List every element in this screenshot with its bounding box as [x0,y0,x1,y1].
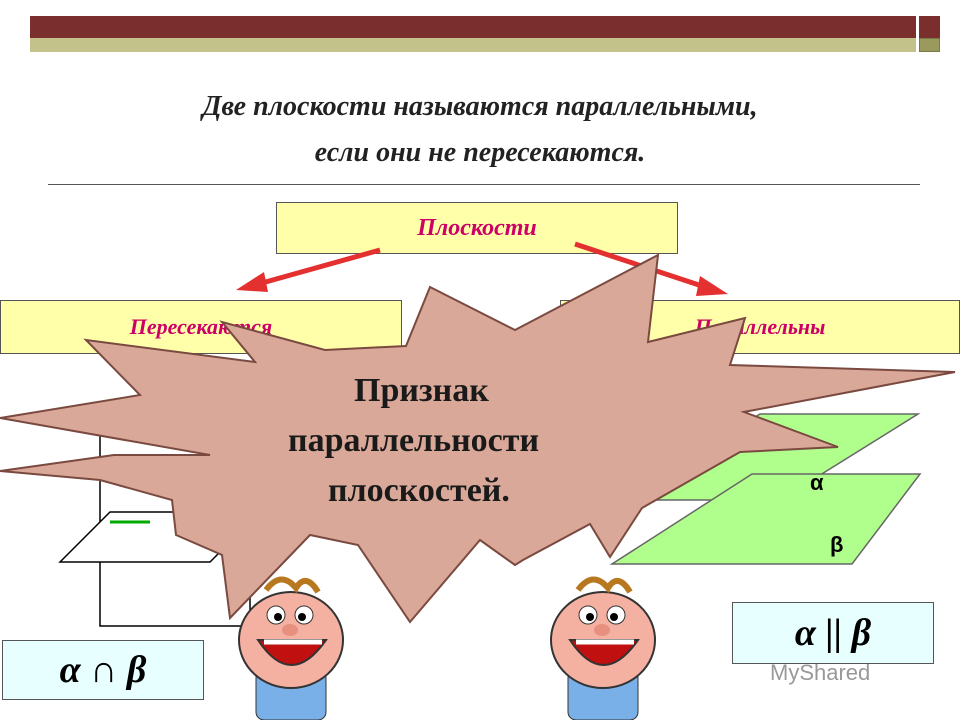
intersection-formula: α ∩ β [2,640,204,700]
burst-line-2: параллельности [288,422,540,459]
burst-shape [0,253,956,624]
plane-label-alpha: α [810,470,824,495]
watermark: MyShared [770,660,871,685]
corner-square-top [919,16,940,38]
boy-cartoon-icon [550,576,656,720]
intersection-formula-text: α ∩ β [59,649,147,691]
diagram-root-box: Плоскости [276,202,678,254]
burst-line-1: Признак [354,372,489,409]
title-strip [30,38,916,52]
burst-text: Признак параллельности плоскостей. [220,366,700,516]
corner-square-bottom [919,38,940,52]
definition-line-1: Две плоскости называются параллельными, [202,91,758,122]
parallel-formula-text: α || β [794,612,872,654]
divider [48,184,920,185]
diagram-root-label: Плоскости [417,214,537,241]
burst-line-3: плоскостей. [328,472,510,509]
parallel-formula: α || β [732,602,934,664]
plane-label-beta: β [830,532,843,557]
title-bar [30,16,916,38]
arrow-icon [236,247,381,292]
definition-line-2: если они не пересекаются. [314,137,646,168]
definition-text: Две плоскости называются параллельными, … [40,84,920,176]
boy-cartoon-icon [238,576,344,720]
